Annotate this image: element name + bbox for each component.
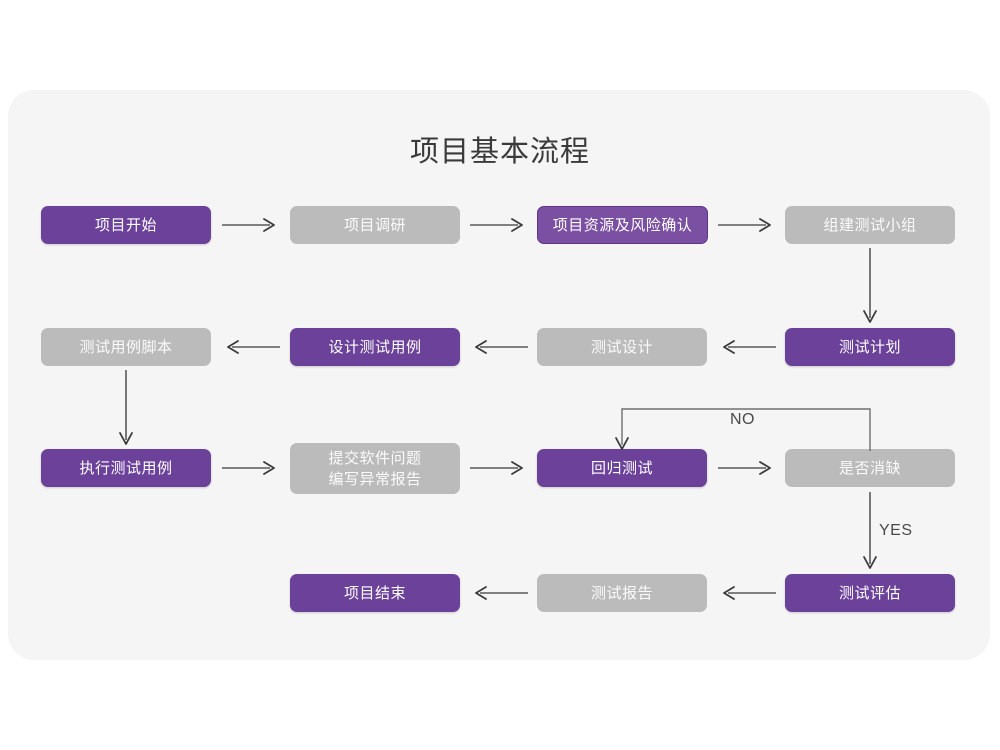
node-test-plan[interactable]: 测试计划 — [785, 328, 955, 366]
node-testcase-script[interactable]: 测试用例脚本 — [41, 328, 211, 366]
edge-label-no: NO — [730, 411, 755, 428]
node-label: 回归测试 — [590, 459, 653, 477]
node-build-test-team[interactable]: 组建测试小组 — [785, 206, 955, 244]
node-label: 测试设计 — [590, 338, 653, 356]
node-label: 项目结束 — [343, 584, 406, 602]
node-test-design[interactable]: 测试设计 — [537, 328, 707, 366]
page-title: 项目基本流程 — [409, 136, 590, 168]
node-label: 是否消缺 — [838, 459, 901, 477]
node-label-line-1: 提交软件问题 — [328, 449, 422, 467]
node-submit-issue-report[interactable]: 提交软件问题 编写异常报告 — [290, 443, 460, 494]
node-defect-cleared[interactable]: 是否消缺 — [785, 449, 955, 487]
flowchart-card — [8, 90, 990, 660]
node-test-evaluation[interactable]: 测试评估 — [785, 574, 955, 612]
node-regression-test[interactable]: 回归测试 — [537, 449, 707, 487]
node-project-survey[interactable]: 项目调研 — [290, 206, 460, 244]
edge-label-yes: YES — [879, 522, 913, 539]
node-label: 测试计划 — [838, 338, 901, 356]
node-test-report[interactable]: 测试报告 — [537, 574, 707, 612]
node-label: 测试用例脚本 — [79, 338, 173, 356]
node-label: 设计测试用例 — [328, 338, 422, 356]
node-design-testcase[interactable]: 设计测试用例 — [290, 328, 460, 366]
node-execute-testcase[interactable]: 执行测试用例 — [41, 449, 211, 487]
node-label: 项目调研 — [343, 216, 406, 234]
node-label: 项目开始 — [94, 216, 157, 234]
node-label: 组建测试小组 — [823, 216, 917, 234]
node-label: 项目资源及风险确认 — [552, 216, 693, 234]
node-project-end[interactable]: 项目结束 — [290, 574, 460, 612]
node-resource-risk-confirm[interactable]: 项目资源及风险确认 — [537, 206, 708, 244]
node-project-start[interactable]: 项目开始 — [41, 206, 211, 244]
node-label: 测试报告 — [590, 584, 653, 602]
node-label: 执行测试用例 — [79, 459, 173, 477]
node-label-line-2: 编写异常报告 — [328, 470, 422, 488]
node-label: 测试评估 — [838, 584, 901, 602]
